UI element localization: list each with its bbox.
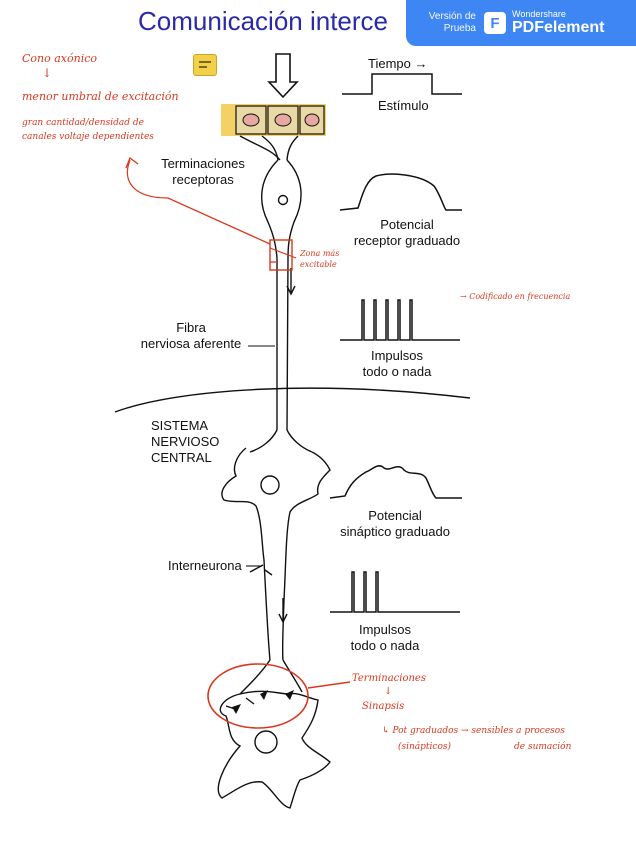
note-sumacion: de sumación	[514, 742, 572, 752]
note-sinapticos: (sinápticos)	[398, 742, 452, 752]
interneuron	[221, 429, 331, 661]
note-pot-graduados: ↳ Pot graduados → sensibles a procesos	[382, 726, 565, 736]
synaptic-potential-waveform	[329, 465, 462, 499]
receptor-potential-label: Potencial receptor graduado	[353, 217, 461, 248]
note-codificado: → Codificado en frecuencia	[460, 292, 571, 301]
note-zona-excitable: Zona más excitable	[300, 249, 340, 269]
signal-arrow-2-icon	[278, 598, 288, 624]
stimulus-label: Estímulo	[378, 98, 429, 113]
pdfelement-logo-icon: F	[484, 12, 506, 34]
impulses-2-waveform	[330, 571, 460, 613]
stimulus-waveform	[342, 73, 462, 95]
signal-arrow-1-icon	[286, 268, 296, 296]
excitable-zone-highlight	[269, 239, 293, 271]
note-terminaciones: Terminaciones	[352, 673, 426, 684]
impulses-2-label: Impulsos todo o nada	[350, 622, 420, 653]
cns-boundary	[114, 387, 471, 413]
interneuron-label: Interneurona	[168, 558, 242, 573]
receptor-potential-waveform	[339, 173, 462, 211]
impulses-1-label: Impulsos todo o nada	[362, 348, 432, 379]
receptor-cells	[221, 104, 326, 136]
postsynaptic-neuron	[217, 659, 331, 809]
synaptic-potential-label: Potencial sináptico graduado	[340, 508, 450, 539]
note-arrow-down-icon: ↓	[42, 66, 53, 80]
brand-name: Wondershare	[512, 9, 566, 19]
note-cono-axonico: Cono axónico	[22, 52, 98, 65]
comment-note-icon[interactable]	[193, 54, 217, 76]
cns-label: SISTEMA NERVIOSO CENTRAL	[151, 418, 220, 465]
note-menor-umbral: menor umbral de excitación	[22, 90, 179, 103]
note-gran-cantidad: gran cantidad/densidad de	[22, 118, 144, 128]
stimulus-arrow-icon	[267, 53, 299, 99]
receptor-endings-label: Terminaciones receptoras	[161, 156, 245, 187]
impulses-1-waveform	[340, 299, 460, 341]
product-name: PDFelement	[512, 19, 605, 36]
time-label: Tiempo →	[368, 56, 428, 71]
afferent-fiber-label: Fibra nerviosa aferente	[140, 320, 242, 351]
trial-watermark[interactable]: Versión de Prueba F Wondershare PDFeleme…	[406, 0, 636, 46]
note-sinapsis: Sinapsis	[362, 701, 405, 712]
note-canales: canales voltaje dependientes	[22, 132, 154, 142]
note-down-arrow-icon: ↓	[384, 686, 393, 697]
synapse-highlight	[207, 663, 309, 729]
trial-version-label: Versión de Prueba	[428, 11, 476, 34]
page-title: Comunicación interce	[138, 6, 389, 36]
